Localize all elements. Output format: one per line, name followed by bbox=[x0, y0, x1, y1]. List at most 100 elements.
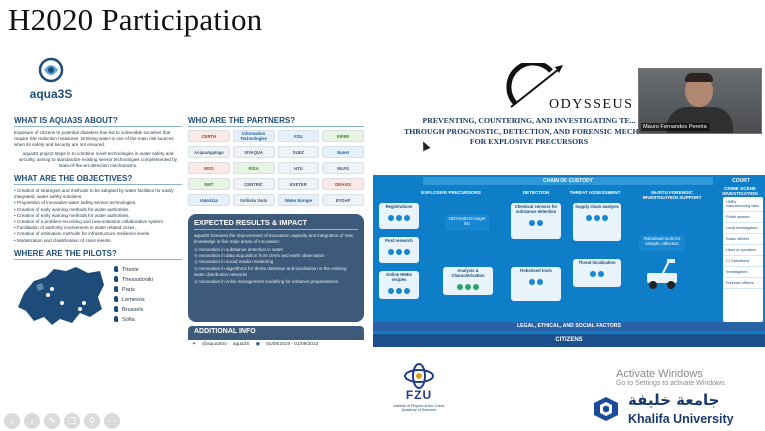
partner-logo: Sofiiska Voda bbox=[232, 194, 275, 206]
aqua3s-logo: aqua3S bbox=[16, 54, 86, 106]
robot-icon bbox=[647, 259, 677, 289]
calendar-icon: ▣ bbox=[255, 342, 260, 347]
result-item: Innovation in crisis management modellin… bbox=[194, 279, 358, 285]
about-text-2: aqua3S project steps in to combine novel… bbox=[18, 151, 178, 168]
crime-scene-panel: HMEs manufacturing sites Public spaces L… bbox=[723, 197, 763, 322]
partner-logo: EXETER bbox=[277, 178, 320, 190]
back-icon[interactable]: ‹ bbox=[4, 413, 20, 429]
threat-localisation-card: Threat localisation bbox=[573, 259, 621, 287]
objective-item: Modelization and classification of crisi… bbox=[14, 238, 182, 244]
results-panel: EXPECTED RESULTS & IMPACT aqua3S foresee… bbox=[188, 214, 364, 322]
card-title: Threat localisation bbox=[578, 260, 616, 265]
pen-icon[interactable]: ✎ bbox=[44, 413, 60, 429]
icon-dot bbox=[388, 288, 394, 294]
court-item: Forensic officers bbox=[723, 278, 763, 289]
about-title: WHAT IS aqua3S ABOUT? bbox=[14, 116, 182, 127]
objectives-list: Creation of strategies and methods to be… bbox=[14, 188, 182, 244]
legal-factors-bar: LEGAL, ETHICAL, AND SOCIAL FACTORS bbox=[373, 322, 765, 331]
card-title: Robotised tools bbox=[520, 268, 552, 273]
card-title: Post research bbox=[385, 238, 413, 243]
partner-logo: FZU bbox=[277, 130, 320, 142]
activate-windows-watermark: Activate Windows Go to Settings to activ… bbox=[616, 368, 727, 387]
icon-dot bbox=[529, 279, 535, 285]
partner-logo: Nunet bbox=[322, 146, 364, 158]
court-item: Local investigators bbox=[723, 223, 763, 234]
post-research-card: Post research bbox=[379, 237, 419, 263]
court-item: Radio officers bbox=[723, 234, 763, 245]
odysseus-logo-icon bbox=[506, 63, 563, 108]
additional-info: ✦ @aqua3sro aqua3S ▣ 01/09/2019 - 01/09/… bbox=[188, 340, 364, 349]
icon-dot bbox=[457, 284, 463, 290]
court-item: Public spaces bbox=[723, 212, 763, 223]
odysseus-name: ODYSSEUS bbox=[549, 97, 634, 112]
icon-dot bbox=[388, 249, 394, 255]
odysseus-subtitle: PREVENTING, COUNTERING, AND INVESTIGATIN… bbox=[404, 116, 669, 148]
about-text-1: Exposure of citizens to potential disast… bbox=[14, 130, 174, 147]
supply-chain-card: Supply chain analysis bbox=[573, 203, 621, 241]
icon-dot bbox=[590, 271, 596, 277]
webcam-video[interactable]: Mauro Fernandes Pereira bbox=[638, 68, 762, 134]
aqua3s-right-column: WHO ARE THE PARTNERS? CERTH Information … bbox=[188, 116, 364, 349]
pilot-name: Lemesos bbox=[122, 296, 145, 303]
icon-dot bbox=[586, 215, 592, 221]
aqua3s-logo-text: aqua3S bbox=[29, 87, 73, 101]
forward-icon[interactable]: › bbox=[24, 413, 40, 429]
europe-map-icon bbox=[18, 266, 104, 325]
participant-hair bbox=[685, 73, 713, 82]
pilot-name: Brussels bbox=[122, 306, 144, 313]
odysseus-subtitle-line: PREVENTING, COUNTERING, AND INVESTIGATIN… bbox=[422, 116, 636, 125]
partner-logo: VIVAQUA bbox=[232, 146, 275, 158]
pin-icon bbox=[114, 265, 118, 272]
activate-subtitle: Go to Settings to activate Windows. bbox=[616, 380, 727, 387]
column-head: THREAT ASSESSMENT bbox=[569, 190, 621, 195]
court-item: HMEs manufacturing sites bbox=[723, 197, 763, 212]
pin-icon bbox=[114, 315, 118, 322]
card-title: Analysis & Characterisation bbox=[451, 268, 485, 278]
partner-logo: RISA bbox=[232, 162, 275, 174]
fzu-logo: FZU Institute of Physics of the Czech Ac… bbox=[389, 362, 449, 422]
pin-icon bbox=[114, 295, 118, 302]
icon-dot bbox=[602, 215, 608, 221]
online-recipes-card: Online HMEs recipes bbox=[379, 271, 419, 299]
pilot-item: Sofia bbox=[114, 315, 153, 325]
slideshow-toolbar: ‹ › ✎ ❐ ⚲ ⋯ bbox=[4, 413, 120, 429]
more-icon[interactable]: ⋯ bbox=[104, 413, 120, 429]
pilot-item: Lemesos bbox=[114, 295, 153, 305]
khalifa-arabic-name: جامعة خليفة bbox=[628, 391, 720, 409]
odysseus-subtitle-line: FOR EXPLOSIVE PRECURSORS bbox=[469, 137, 589, 146]
twitter-handle: @aqua3sro bbox=[202, 342, 227, 347]
chain-of-custody-header: CHAIN OF CUSTODY bbox=[423, 177, 713, 185]
icon-dot bbox=[473, 284, 479, 290]
result-item: Innovation in substance detection in wat… bbox=[194, 247, 358, 253]
card-title: Supply chain analysis bbox=[575, 204, 619, 209]
results-title: EXPECTED RESULTS & IMPACT bbox=[194, 218, 358, 230]
objectives-title: WHAT ARE THE OBJECTIVES? bbox=[14, 174, 182, 185]
chain-of-custody-diagram: CHAIN OF CUSTODY COURT EXPLOSIVE PRECURS… bbox=[373, 175, 765, 347]
partner-logo: WSS bbox=[188, 162, 230, 174]
pin-icon bbox=[114, 305, 118, 312]
column-head: IN-SITU FORENSIC INVESTIGATION SUPPORT bbox=[642, 190, 702, 200]
column-head: DETECTION bbox=[522, 190, 550, 195]
court-header: COURT bbox=[732, 178, 750, 184]
zoom-icon[interactable]: ⚲ bbox=[84, 413, 100, 429]
icon-dot bbox=[537, 279, 543, 285]
pilots-block: Trieste Thessaloniki Paris Lemesos Bruss… bbox=[14, 263, 182, 333]
slide-title: H2020 Participation bbox=[8, 2, 263, 37]
pilot-item: Brussels bbox=[114, 305, 153, 315]
result-item: Innovation in algorithms for threat dete… bbox=[194, 266, 358, 279]
odysseus-subtitle-line: THROUGH PROGNOSTIC, DETECTION, AND FOREN… bbox=[404, 126, 669, 136]
court-item: CI Operations bbox=[723, 256, 763, 267]
objective-item: Creation of strategies and methods to be… bbox=[14, 188, 182, 200]
card-title: Chemical sensors for substance detection bbox=[514, 204, 558, 214]
partner-logo: Valorizza bbox=[188, 194, 230, 206]
citizens-bar: CITIZENS bbox=[373, 334, 765, 347]
partner-logo: CENTRIC bbox=[232, 178, 275, 190]
robotised-tools-card: Robotised tools bbox=[511, 267, 561, 301]
result-item: Innovation in data acquisition from UAVs… bbox=[194, 253, 358, 259]
copy-icon[interactable]: ❐ bbox=[64, 413, 80, 429]
pilot-name: Trieste bbox=[122, 266, 139, 273]
icon-dot bbox=[598, 271, 604, 277]
registrations-card: Registrations bbox=[379, 203, 419, 229]
pin-icon bbox=[114, 285, 118, 292]
partners-grid: CERTH Information Technologies FZU EIFER… bbox=[188, 130, 364, 206]
